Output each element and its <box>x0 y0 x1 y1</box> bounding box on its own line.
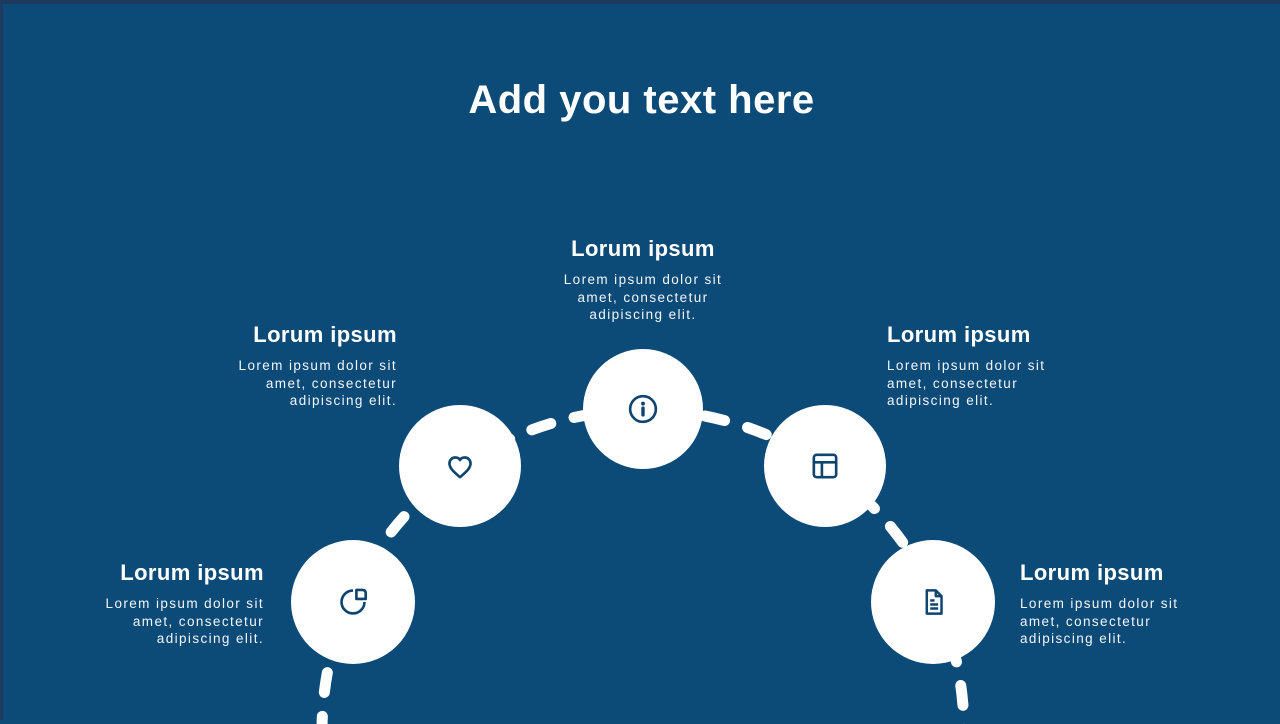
slide-title: Add you text here <box>468 78 815 122</box>
item-heading: Lorum ipsum <box>1020 560 1164 585</box>
document-icon <box>925 589 943 615</box>
text-block-mid-left: Lorum ipsum Lorem ipsum dolor sit amet, … <box>202 322 397 410</box>
item-body: Lorem ipsum dolor sit amet, consectetur … <box>69 595 264 648</box>
layout-icon <box>812 453 838 479</box>
node-circle <box>399 405 521 527</box>
text-block-mid-right: Lorum ipsum Lorem ipsum dolor sit amet, … <box>887 322 1082 410</box>
item-body-line: Lorem ipsum dolor sit <box>887 358 1046 373</box>
item-body-line: adipiscing elit. <box>289 393 397 408</box>
item-body-line: amet, consectetur <box>1020 613 1152 629</box>
item-body: Lorem ipsum dolor sit amet, consectetur … <box>1020 595 1215 648</box>
text-block-bottom-right: Lorum ipsum Lorem ipsum dolor sit amet, … <box>1020 560 1215 648</box>
text-block-bottom-left: Lorum ipsum Lorem ipsum dolor sit amet, … <box>69 560 264 648</box>
item-body-line: adipiscing elit. <box>589 307 697 322</box>
item-heading: Lorum ipsum <box>120 560 264 585</box>
item-body-line: amet, consectetur <box>577 289 709 305</box>
item-body-line: Lorem ipsum dolor sit <box>1020 596 1179 611</box>
text-block-top-center: Lorum ipsum Lorem ipsum dolor sit amet, … <box>528 236 758 324</box>
item-body-line: amet, consectetur <box>132 613 264 629</box>
item-body-line: adipiscing elit. <box>887 393 995 408</box>
item-body: Lorem ipsum dolor sit amet, consectetur … <box>528 271 758 324</box>
pie-chart-icon <box>340 588 368 615</box>
item-body-line: adipiscing elit. <box>1020 631 1128 646</box>
node-bottom-right <box>871 540 995 664</box>
node-bottom-left <box>291 540 415 664</box>
arc-diagram <box>291 349 995 724</box>
item-body-line: Lorem ipsum dolor sit <box>563 272 723 287</box>
item-heading: Lorum ipsum <box>887 322 1031 347</box>
heart-icon <box>448 456 472 479</box>
node-mid-right <box>764 405 886 527</box>
node-circle <box>291 540 415 664</box>
item-body: Lorem ipsum dolor sit amet, consectetur … <box>887 357 1082 410</box>
node-circle <box>871 540 995 664</box>
item-body-line: Lorem ipsum dolor sit <box>238 358 397 373</box>
item-heading: Lorum ipsum <box>571 236 715 261</box>
item-body-line: amet, consectetur <box>887 375 1019 391</box>
node-top-center <box>583 349 703 469</box>
info-icon <box>628 394 658 424</box>
node-circle <box>764 405 886 527</box>
item-body-line: Lorem ipsum dolor sit <box>105 596 264 611</box>
item-heading: Lorum ipsum <box>253 322 397 347</box>
item-body: Lorem ipsum dolor sit amet, consectetur … <box>202 357 397 410</box>
item-body-line: adipiscing elit. <box>156 631 264 646</box>
node-mid-left <box>399 405 521 527</box>
item-body-line: amet, consectetur <box>265 375 397 391</box>
